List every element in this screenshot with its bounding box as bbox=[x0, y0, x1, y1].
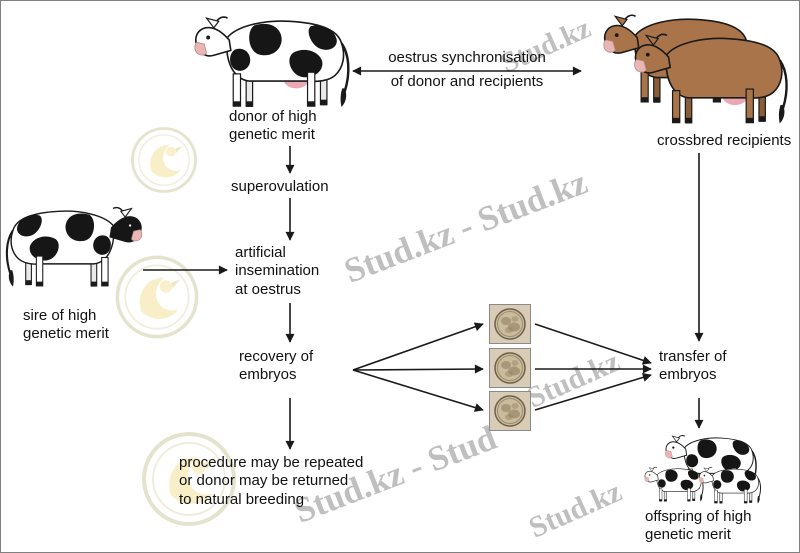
arrow-recovery-to-embryo-3 bbox=[352, 369, 484, 412]
arrow-recovery-to-embryo-2 bbox=[352, 364, 484, 374]
recovery-of-embryos-label: recovery of embryos bbox=[239, 348, 314, 384]
sire-bull-figure bbox=[3, 193, 145, 295]
donor-label: donor of high genetic merit bbox=[229, 108, 317, 144]
donor-cow-figure bbox=[191, 6, 353, 111]
embryo-photo-2 bbox=[489, 348, 531, 388]
offspring-figure bbox=[644, 434, 762, 504]
crossbred-recipients-label: crossbred recipients bbox=[657, 132, 792, 149]
arrow-embryo-3-to-transfer bbox=[534, 373, 652, 411]
offspring-label: offspring of high genetic merit bbox=[645, 508, 752, 544]
sire-label: sire of high genetic merit bbox=[23, 307, 109, 343]
artificial-insemination-label: artificial insemination at oestrus bbox=[235, 244, 320, 298]
embryo-photo-3 bbox=[489, 391, 531, 431]
superovulation-label: superovulation bbox=[231, 178, 329, 195]
embryo-photo-1 bbox=[489, 304, 531, 344]
arrow-recovery-to-embryo-1 bbox=[352, 322, 484, 371]
transfer-of-embryos-label: transfer of embryos bbox=[659, 348, 727, 384]
oestrus-sync-label-line1: oestrus synchronisation bbox=[388, 49, 546, 66]
arrow-embryo-1-to-transfer bbox=[534, 323, 652, 365]
oestrus-sync-label-line2: of donor and recipients bbox=[390, 73, 544, 90]
procedure-note-label: procedure may be repeated or donor may b… bbox=[179, 454, 364, 508]
crossbred-recipients-figure bbox=[602, 13, 788, 125]
